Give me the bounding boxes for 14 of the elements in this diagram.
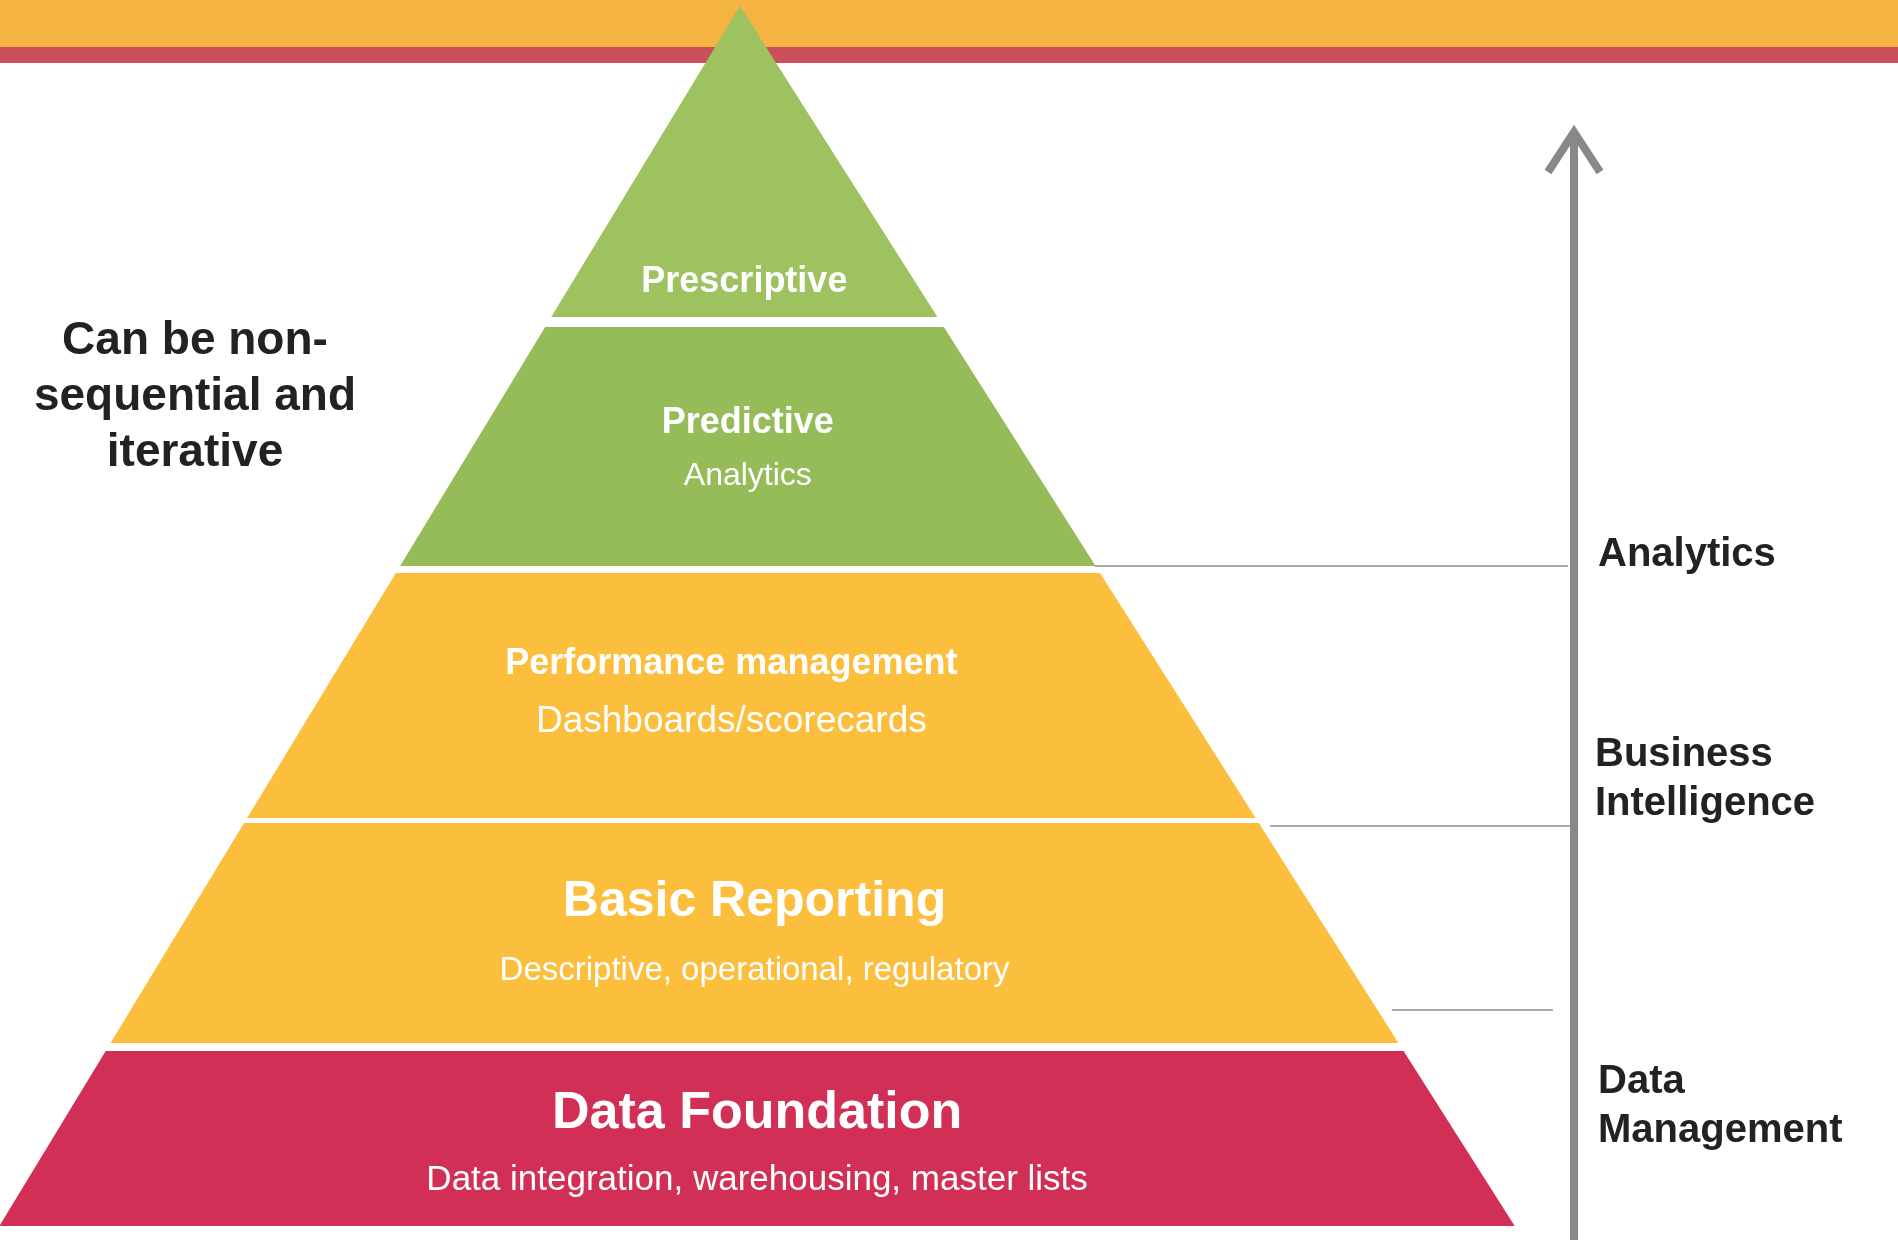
pyramid-tier (0, 1051, 1515, 1226)
tier-subtitle: Dashboards/scorecards (536, 698, 927, 741)
tier-subtitle: Descriptive, operational, regulatory (499, 950, 1010, 988)
level-label: Business Intelligence (1595, 729, 1817, 825)
tier-title: Performance management (505, 640, 958, 683)
tier-title: Data Foundation (552, 1079, 963, 1140)
tier-subtitle: Data integration, warehousing, master lists (426, 1157, 1088, 1198)
tier-title: Prescriptive (641, 259, 848, 301)
level-label: Analytics (1598, 529, 1777, 576)
tier-title: Predictive (661, 400, 834, 442)
side-note: Can be non-sequential and iterative (32, 311, 358, 479)
tier-subtitle: Analytics (683, 456, 812, 493)
level-label: Data Management (1598, 1056, 1844, 1152)
tier-title: Basic Reporting (562, 870, 947, 928)
